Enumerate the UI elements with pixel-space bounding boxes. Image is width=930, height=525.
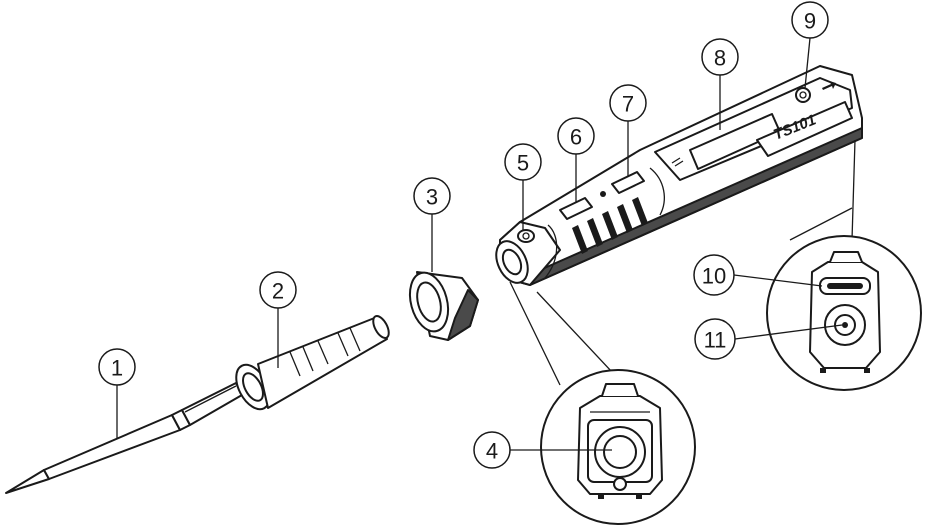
soldering-tip [5, 382, 243, 494]
callout-6: 6 [557, 117, 595, 155]
callout-7: 7 [609, 84, 647, 122]
svg-text:5: 5 [517, 151, 529, 176]
cooling-vents [572, 197, 648, 254]
detail-rear-view [766, 139, 922, 391]
svg-text:6: 6 [570, 125, 582, 150]
callout-1: 1 [98, 348, 136, 386]
svg-text:10: 10 [702, 264, 726, 289]
callout-5: 5 [504, 143, 542, 181]
svg-text:1: 1 [111, 356, 123, 381]
arrow-icon [822, 81, 836, 90]
svg-text:9: 9 [804, 9, 816, 34]
callout-9: 9 [791, 1, 829, 39]
svg-text:3: 3 [426, 185, 438, 210]
svg-text:8: 8 [714, 46, 726, 71]
svg-text:4: 4 [486, 439, 498, 464]
callout-leaders [116, 37, 843, 451]
handle-body: TS101 [495, 65, 863, 286]
svg-text:7: 7 [622, 92, 634, 117]
tip-connector [235, 315, 390, 411]
svg-text:2: 2 [272, 279, 284, 304]
callout-11: 11 [694, 318, 736, 360]
callout-8: 8 [701, 38, 739, 76]
callout-2: 2 [259, 271, 297, 309]
callout-3: 3 [413, 177, 451, 215]
callout-10: 10 [693, 254, 735, 296]
detail-front-view [509, 281, 696, 525]
callout-4: 4 [473, 431, 511, 469]
svg-text:11: 11 [704, 328, 727, 353]
tip-nut [408, 271, 479, 341]
